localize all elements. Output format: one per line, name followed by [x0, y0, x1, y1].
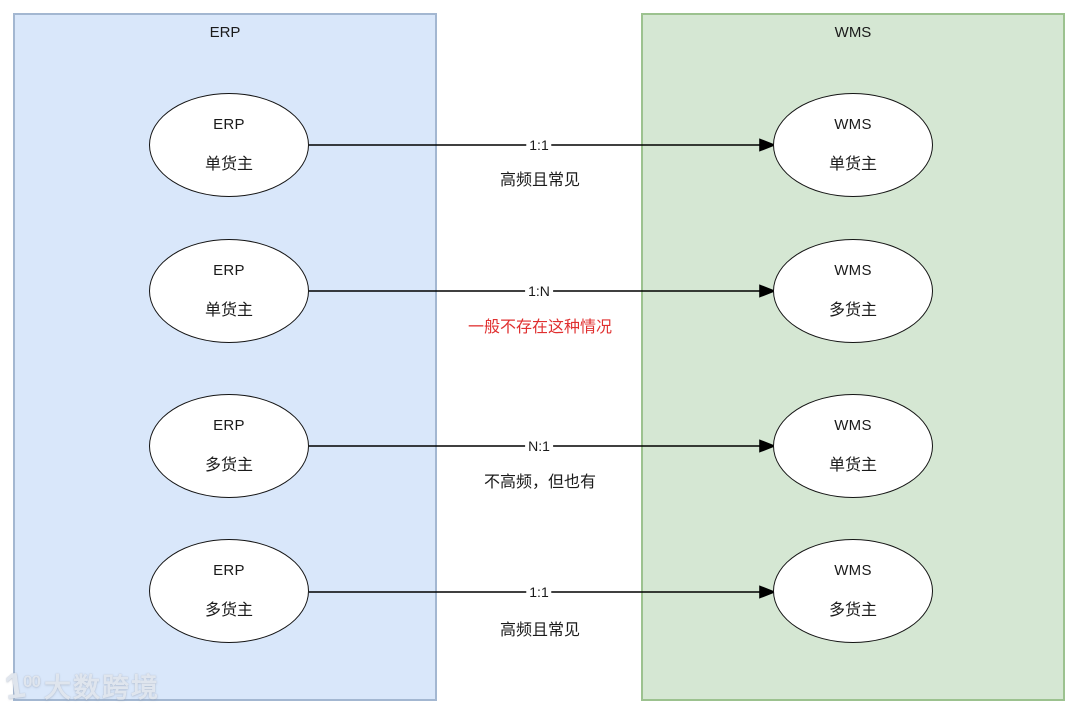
node-label-system: ERP	[213, 417, 245, 434]
relation-note: 高频且常见	[499, 622, 581, 639]
node-erp-multi-2: ERP 多货主	[149, 539, 309, 643]
node-label-system: WMS	[834, 417, 872, 434]
panel-wms-title: WMS	[834, 24, 872, 41]
arrowhead-icon	[759, 284, 777, 298]
relation-label: 1:N	[525, 283, 553, 299]
watermark: 1 00 大数跨境	[2, 664, 160, 707]
node-label-system: WMS	[834, 116, 872, 133]
relation-note: 一般不存在这种情况	[467, 319, 613, 336]
node-label-owner: 多货主	[204, 457, 253, 474]
relation-label: N:1	[525, 438, 553, 454]
node-label-system: ERP	[213, 116, 245, 133]
node-wms-multi-1: WMS 多货主	[773, 239, 933, 343]
panel-erp-title: ERP	[209, 24, 241, 41]
node-label-owner: 单货主	[204, 302, 253, 319]
watermark-logo-icon: 00	[23, 672, 41, 691]
node-label-owner: 多货主	[828, 602, 877, 619]
node-wms-single-2: WMS 单货主	[773, 394, 933, 498]
node-label-owner: 单货主	[828, 457, 877, 474]
relation-label: 1:1	[526, 137, 552, 153]
relation-label: 1:1	[526, 584, 552, 600]
node-label-owner: 多货主	[828, 302, 877, 319]
arrowhead-icon	[759, 439, 777, 453]
node-label-system: ERP	[213, 262, 245, 279]
relation-note: 不高频，但也有	[483, 474, 597, 491]
node-wms-multi-2: WMS 多货主	[773, 539, 933, 643]
node-erp-single-2: ERP 单货主	[149, 239, 309, 343]
relation-note: 高频且常见	[499, 172, 581, 189]
node-label-owner: 单货主	[828, 156, 877, 173]
node-label-owner: 单货主	[204, 156, 253, 173]
node-erp-single-1: ERP 单货主	[149, 93, 309, 197]
node-label-system: ERP	[213, 562, 245, 579]
node-label-owner: 多货主	[204, 602, 253, 619]
arrowhead-icon	[759, 585, 777, 599]
watermark-text: 大数跨境	[43, 673, 160, 703]
node-wms-single-1: WMS 单货主	[773, 93, 933, 197]
node-erp-multi-1: ERP 多货主	[149, 394, 309, 498]
arrowhead-icon	[759, 138, 777, 152]
node-label-system: WMS	[834, 262, 872, 279]
node-label-system: WMS	[834, 562, 872, 579]
